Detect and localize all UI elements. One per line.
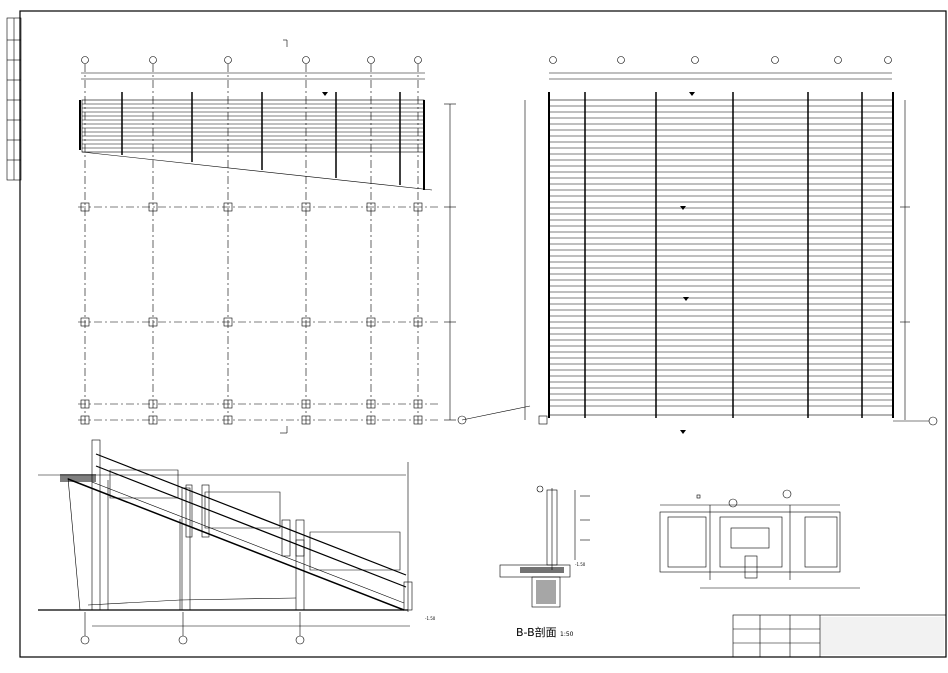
title-block [732,614,947,658]
hatch-fill [520,567,564,573]
hatch-fill [536,580,556,604]
stair-section [38,439,413,645]
plan-left [78,39,531,434]
elevation-marker [680,430,686,434]
title-shade [820,617,944,655]
elevation-label: -1.50 [425,616,436,621]
elevation-marker [322,92,328,96]
elevation-label: -1.50 [575,562,586,567]
section-scale: 1:50 [560,631,574,638]
elevation-marker [680,206,686,210]
elevation-marker [683,297,689,301]
sheet-border [19,10,947,658]
section-title: B-B剖面 [516,625,557,639]
elevation-marker [689,92,695,96]
hatch-fill [60,474,96,482]
plan-right [524,56,938,426]
detail-right [659,489,860,589]
detail-bb [499,485,590,608]
